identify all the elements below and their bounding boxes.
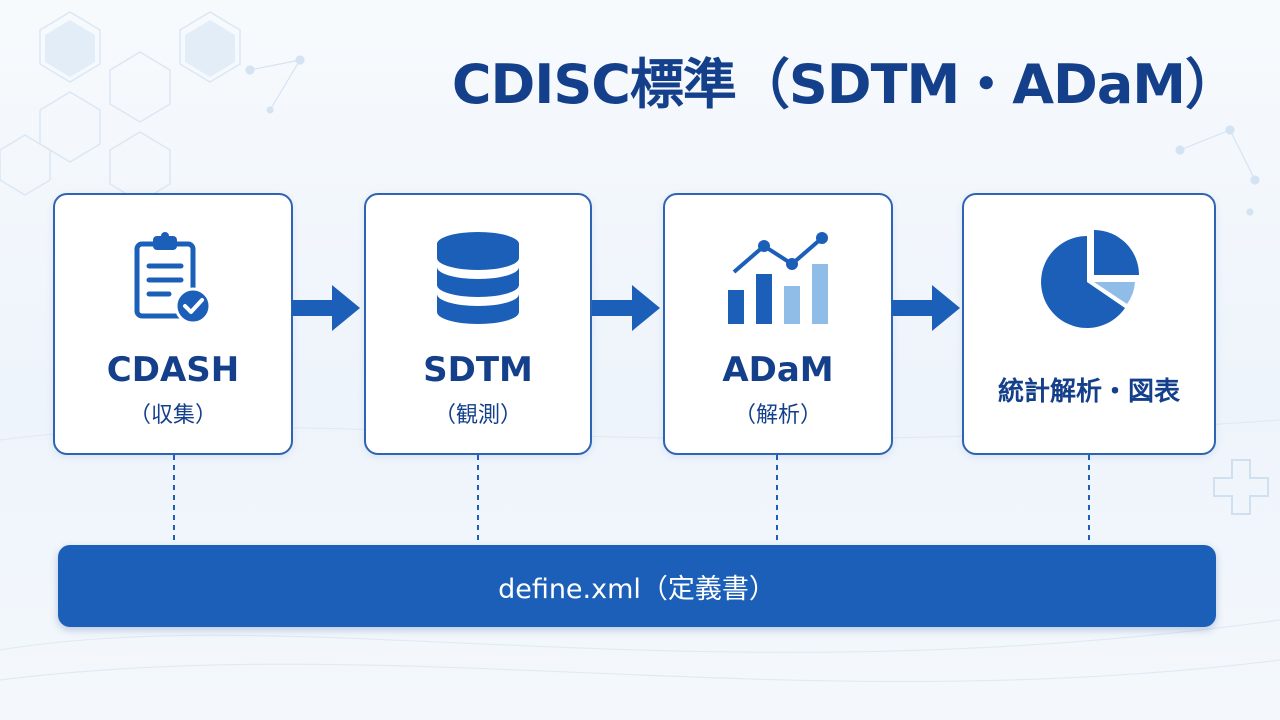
step-sublabel: （収集） [128, 403, 217, 428]
database-icon [437, 232, 519, 324]
step-card-sdtm: SDTM （観測） [364, 193, 592, 455]
step-label: ADaM [722, 350, 834, 390]
bar-line-chart-icon [728, 232, 828, 324]
dashed-connectors [173, 455, 1090, 545]
arrow-right-icon [292, 285, 360, 331]
arrow-right-icon [892, 285, 960, 331]
define-xml-bar: define.xml（定義書） [58, 545, 1216, 627]
step-label: SDTM [423, 350, 533, 390]
step-card-cdash: CDASH （収集） [53, 193, 293, 455]
step-card-statistics: 統計解析・図表 [962, 193, 1216, 455]
step-sublabel: （解析） [733, 403, 822, 428]
page-title: CDISC標準（SDTM・ADaM） [451, 53, 1239, 116]
define-xml-label: define.xml（定義書） [498, 573, 776, 605]
step-sublabel: （観測） [433, 403, 522, 428]
step-label: 統計解析・図表 [997, 377, 1180, 407]
step-label: CDASH [106, 350, 240, 390]
step-card-adam: ADaM （解析） [663, 193, 893, 455]
clipboard-check-icon [134, 232, 212, 325]
arrow-right-icon [592, 285, 660, 331]
pie-chart-icon [1041, 230, 1139, 328]
